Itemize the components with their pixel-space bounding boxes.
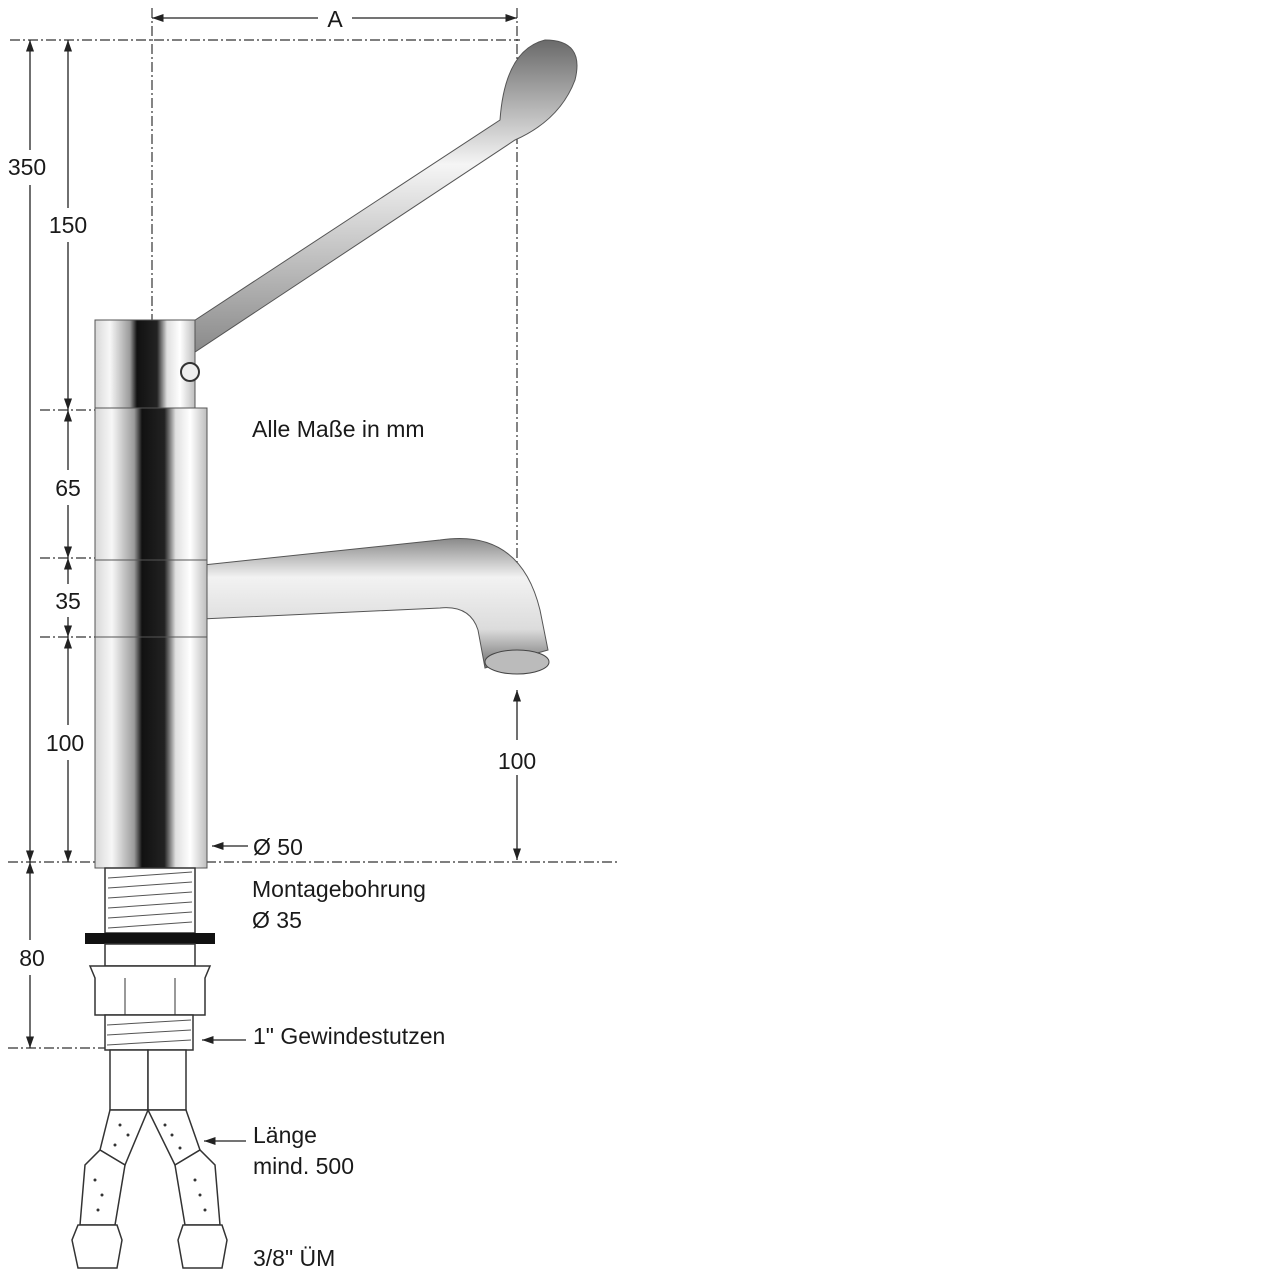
washer bbox=[85, 933, 215, 944]
spout bbox=[170, 538, 549, 669]
dim-150-label: 150 bbox=[49, 212, 87, 238]
hex-nut bbox=[88, 965, 212, 1016]
dim-100-body-label: 100 bbox=[46, 730, 84, 756]
hose-length-value: mind. 500 bbox=[253, 1153, 354, 1179]
connection-note: 3/8" ÜM bbox=[253, 1245, 335, 1271]
dim-35-label: 35 bbox=[55, 588, 81, 614]
mounting-hole-label: Montagebohrung bbox=[252, 876, 426, 902]
thread-note: 1" Gewindestutzen bbox=[253, 1023, 445, 1049]
dim-65-label: 65 bbox=[55, 475, 81, 501]
body-middle bbox=[94, 559, 208, 638]
hose-length-label: Länge bbox=[253, 1122, 317, 1148]
dim-80-label: 80 bbox=[19, 945, 45, 971]
faucet-illustration bbox=[71, 39, 578, 1269]
handle-cap bbox=[94, 319, 196, 409]
dim-100-spout-label: 100 bbox=[498, 748, 536, 774]
hose-nut-right bbox=[177, 1224, 228, 1269]
mounting-hole-diameter: Ø 35 bbox=[252, 907, 302, 933]
units-note: Alle Maße in mm bbox=[252, 416, 425, 442]
dimension-labels: A 350 150 65 35 100 100 80 bbox=[8, 6, 536, 971]
dim-350-label: 350 bbox=[8, 154, 46, 180]
body-upper bbox=[94, 407, 208, 561]
dimension-lines bbox=[25, 13, 522, 1146]
body-lower bbox=[94, 636, 208, 869]
body-diameter-note: Ø 50 bbox=[253, 834, 303, 860]
connection-hoses bbox=[71, 1049, 228, 1269]
dim-a-label: A bbox=[327, 6, 343, 32]
annotations: Alle Maße in mm Ø 50 Montagebohrung Ø 35… bbox=[252, 416, 445, 1271]
hose-nut-left bbox=[71, 1224, 123, 1269]
lever bbox=[179, 39, 578, 353]
